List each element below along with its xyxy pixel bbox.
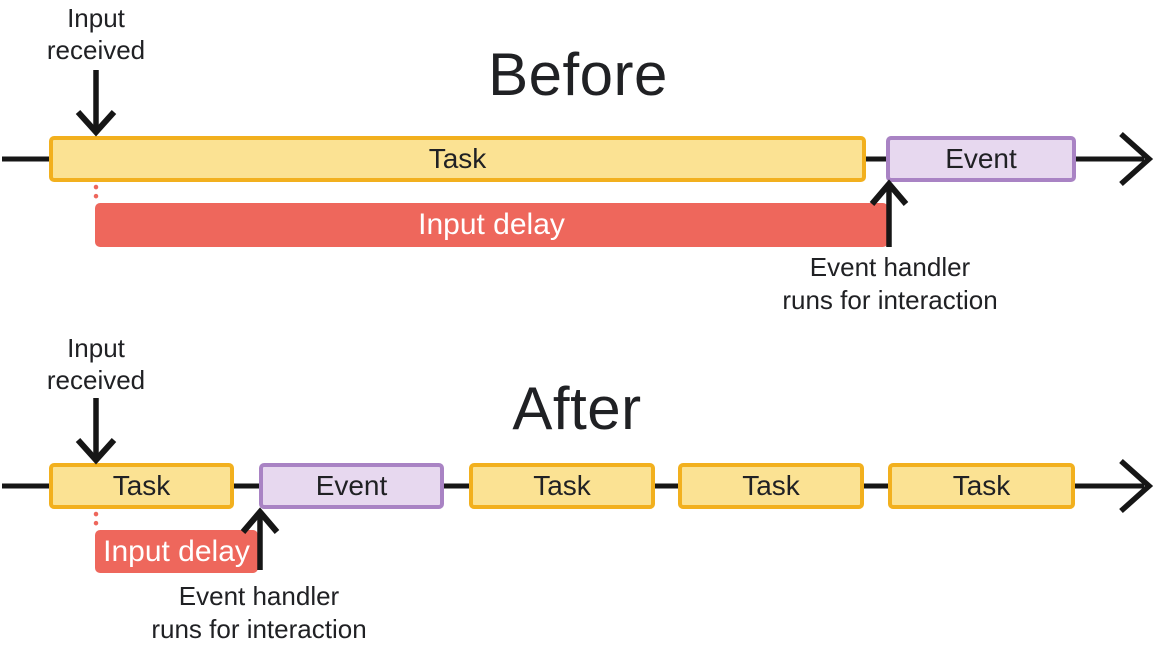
after-task-bar-1: Task	[49, 463, 234, 509]
after-input-received-label: Input received	[46, 333, 146, 395]
before-task-label: Task	[428, 143, 487, 174]
after-event-bar: Event	[259, 463, 444, 509]
before-input-delay-bar: Input delay	[95, 203, 888, 247]
before-input-delay-label: Input delay	[418, 208, 565, 241]
before-timeline-arrowhead-icon	[1119, 131, 1154, 187]
before-event-handler-caption-line2: runs for interaction	[782, 285, 998, 315]
before-event-label: Event	[945, 143, 1017, 174]
after-event-handler-arrow-up-icon	[240, 507, 280, 534]
before-task-bar: Task	[49, 136, 866, 182]
after-event-handler-caption-line1: Event handler	[178, 581, 340, 611]
before-input-received-label: Input received	[46, 3, 146, 65]
before-event-handler-caption: Event handler runs for interaction	[765, 251, 1015, 317]
after-task-label-4: Task	[952, 470, 1011, 501]
before-input-arrow-down-icon	[75, 109, 117, 137]
after-input-delay-label: Input delay	[103, 534, 250, 568]
after-input-delay-bar: Input delay	[95, 530, 258, 573]
after-event-handler-caption-line2: runs for interaction	[151, 614, 367, 644]
after-task-bar-3: Task	[678, 463, 864, 509]
after-event-handler-caption: Event handler runs for interaction	[134, 580, 384, 646]
after-timeline-arrowhead-icon	[1119, 458, 1154, 514]
before-event-handler-arrow-up-icon	[869, 179, 909, 206]
after-input-arrow-down-icon	[75, 437, 117, 465]
after-title: After	[512, 375, 642, 442]
after-task-label-1: Task	[112, 470, 171, 501]
after-task-label-3: Task	[742, 470, 800, 501]
after-task-bar-4: Task	[888, 463, 1075, 509]
after-task-label-2: Task	[533, 470, 591, 501]
after-event-label: Event	[315, 470, 388, 501]
before-event-bar: Event	[886, 136, 1076, 182]
before-event-handler-caption-line1: Event handler	[809, 252, 971, 282]
before-title: Before	[488, 41, 668, 108]
after-task-bar-2: Task	[469, 463, 655, 509]
